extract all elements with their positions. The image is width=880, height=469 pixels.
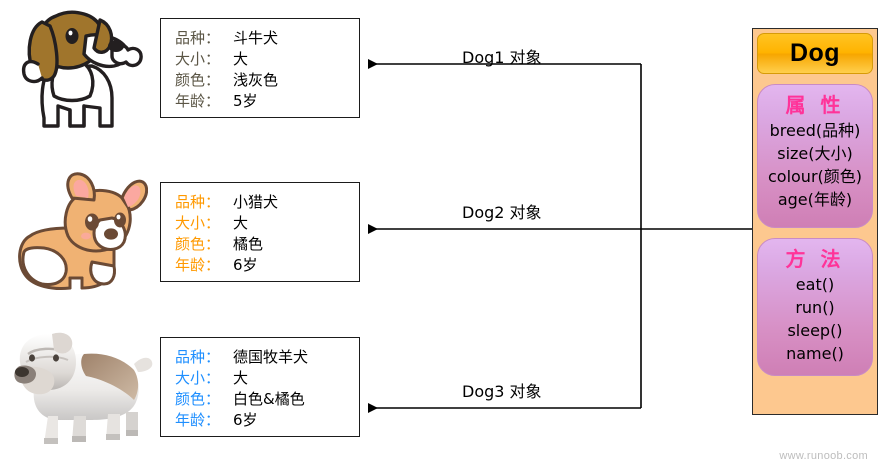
methods-heading: 方 法 bbox=[785, 247, 845, 271]
attribute-label: 品种： bbox=[175, 193, 221, 211]
attribute-label: 大小： bbox=[175, 214, 221, 232]
arrow-label-dog3: Dog3 对象 bbox=[462, 382, 542, 401]
instance-box-dog1: 品种： 斗牛犬 大小： 大 颜色： 浅灰色 年龄： 5岁 bbox=[160, 18, 360, 118]
instance-attribute-row: 年龄： 6岁 bbox=[175, 255, 359, 276]
attribute-value: 大 bbox=[233, 214, 249, 232]
methods-section: 方 法 eat() run() sleep() name() bbox=[757, 238, 873, 376]
method-item: eat() bbox=[795, 275, 835, 294]
attribute-label: 年龄： bbox=[175, 256, 221, 274]
instance-attribute-row: 年龄： 5岁 bbox=[175, 91, 359, 112]
attribute-item: colour(颜色) bbox=[767, 167, 863, 186]
instance-attribute-row: 年龄： 6岁 bbox=[175, 410, 359, 431]
watermark: www.runoob.com bbox=[779, 450, 868, 462]
bulldog-dog-illustration bbox=[8, 320, 156, 448]
corgi-dog-illustration bbox=[8, 166, 148, 294]
attribute-value: 6岁 bbox=[233, 411, 258, 429]
instance-attribute-row: 颜色： 橘色 bbox=[175, 234, 359, 255]
instance-attribute-row: 品种： 斗牛犬 bbox=[175, 28, 359, 49]
attribute-label: 大小： bbox=[175, 50, 221, 68]
attribute-value: 橘色 bbox=[233, 235, 264, 253]
instance-attribute-row: 大小： 大 bbox=[175, 213, 359, 234]
attribute-item: breed(品种) bbox=[769, 121, 861, 140]
attribute-label: 颜色： bbox=[175, 71, 221, 89]
beagle-dog-illustration bbox=[8, 6, 148, 128]
instance-attribute-row: 品种： 德国牧羊犬 bbox=[175, 347, 359, 368]
arrow-label-dog2: Dog2 对象 bbox=[462, 203, 542, 222]
attribute-value: 大 bbox=[233, 369, 249, 387]
attribute-label: 品种： bbox=[175, 348, 221, 366]
arrow-label-dog1: Dog1 对象 bbox=[462, 48, 542, 67]
attribute-item: size(大小) bbox=[777, 144, 853, 163]
attribute-item: age(年龄) bbox=[777, 190, 853, 209]
attribute-label: 年龄： bbox=[175, 92, 221, 110]
attribute-value: 浅灰色 bbox=[233, 71, 279, 89]
attributes-heading: 属 性 bbox=[785, 93, 845, 117]
attribute-value: 德国牧羊犬 bbox=[233, 348, 309, 366]
attribute-value: 白色&橘色 bbox=[233, 390, 305, 408]
attribute-label: 年龄： bbox=[175, 411, 221, 429]
attributes-section: 属 性 breed(品种) size(大小) colour(颜色) age(年龄… bbox=[757, 84, 873, 228]
instance-attribute-row: 颜色： 白色&橘色 bbox=[175, 389, 359, 410]
attribute-label: 颜色： bbox=[175, 390, 221, 408]
attribute-label: 颜色： bbox=[175, 235, 221, 253]
instance-attribute-row: 颜色： 浅灰色 bbox=[175, 70, 359, 91]
attribute-label: 品种： bbox=[175, 29, 221, 47]
instance-attribute-row: 大小： 大 bbox=[175, 368, 359, 389]
attribute-value: 大 bbox=[233, 50, 249, 68]
attribute-value: 6岁 bbox=[233, 256, 258, 274]
class-title: Dog bbox=[757, 33, 873, 74]
method-item: sleep() bbox=[787, 321, 843, 340]
attribute-value: 小猎犬 bbox=[233, 193, 279, 211]
instance-attribute-row: 品种： 小猎犬 bbox=[175, 192, 359, 213]
method-item: run() bbox=[795, 298, 835, 317]
instance-box-dog3: 品种： 德国牧羊犬 大小： 大 颜色： 白色&橘色 年龄： 6岁 bbox=[160, 337, 360, 437]
attribute-value: 5岁 bbox=[233, 92, 258, 110]
method-item: name() bbox=[786, 344, 844, 363]
instance-attribute-row: 大小： 大 bbox=[175, 49, 359, 70]
attribute-label: 大小： bbox=[175, 369, 221, 387]
instance-box-dog2: 品种： 小猎犬 大小： 大 颜色： 橘色 年龄： 6岁 bbox=[160, 182, 360, 282]
dog-class-card: Dog 属 性 breed(品种) size(大小) colour(颜色) ag… bbox=[752, 28, 878, 415]
attribute-value: 斗牛犬 bbox=[233, 29, 279, 47]
